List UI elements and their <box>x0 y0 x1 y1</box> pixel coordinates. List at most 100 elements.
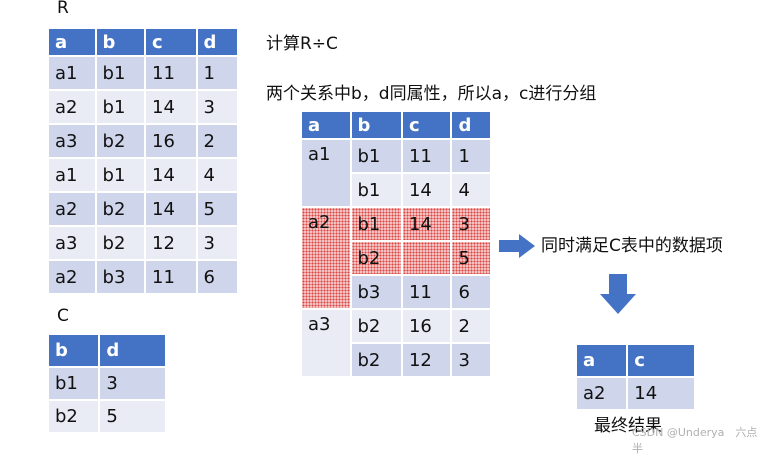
table-row-highlighted: b2 5 <box>301 240 492 276</box>
cell: a2 <box>47 259 97 295</box>
cell: b3 <box>349 274 403 310</box>
cell: b2 <box>349 308 403 344</box>
cell: 12 <box>400 342 453 378</box>
cell: 6 <box>195 259 239 295</box>
arrow-right-icon <box>499 234 535 258</box>
cell: a3 <box>47 123 97 159</box>
arrow-down-icon <box>600 274 636 314</box>
cell: 12 <box>144 225 198 261</box>
cell: b2 <box>94 123 147 159</box>
cell: 14 <box>626 376 696 411</box>
cell: b1 <box>94 55 147 91</box>
cell: a1 <box>47 55 97 91</box>
cell: b3 <box>94 259 147 295</box>
result-header-row: a c <box>574 343 696 378</box>
cell: 11 <box>144 55 198 91</box>
arrow-label: 同时满足C表中的数据项 <box>541 236 723 256</box>
group-key-a2: a2 <box>300 206 352 310</box>
cell: 5 <box>450 240 492 276</box>
cell: 1 <box>195 55 239 91</box>
col-header-a: a <box>574 343 629 378</box>
cell: 3 <box>450 342 492 378</box>
cell: 16 <box>400 308 453 344</box>
col-header-c: c <box>626 343 696 378</box>
cell: 14 <box>144 157 198 193</box>
cell <box>400 240 453 276</box>
relation-c-title: C <box>57 306 69 326</box>
col-header-b: b <box>94 27 147 57</box>
relation-r-header-row: a b c d <box>47 27 239 57</box>
cell: a2 <box>574 376 629 411</box>
cell: a3 <box>47 225 97 261</box>
cell: 1 <box>450 138 492 174</box>
grouping-caption: 两个关系中b，d同属性，所以a，c进行分组 <box>266 84 597 104</box>
col-header-a: a <box>47 27 97 57</box>
cell: 14 <box>400 206 453 242</box>
col-header-b: b <box>349 110 403 140</box>
col-header-d: d <box>450 110 492 140</box>
cell: 2 <box>195 123 239 159</box>
cell: 11 <box>400 274 453 310</box>
cell: 14 <box>400 172 453 208</box>
cell: a2 <box>47 89 97 125</box>
cell: a1 <box>47 157 97 193</box>
watermark: CSDN @Underya 六点半 <box>632 426 758 455</box>
cell: 4 <box>450 172 492 208</box>
cell: 3 <box>98 366 167 401</box>
cell: b1 <box>349 138 403 174</box>
cell: 6 <box>450 274 492 310</box>
compute-caption: 计算R÷C <box>266 34 338 54</box>
col-header-d: d <box>98 333 167 368</box>
cell: b2 <box>349 240 403 276</box>
cell: b2 <box>46 399 101 434</box>
cell: 16 <box>144 123 198 159</box>
col-header-c: c <box>400 110 453 140</box>
relation-c-header-row: b d <box>46 333 167 368</box>
cell: b2 <box>94 191 147 227</box>
cell: 4 <box>195 157 239 193</box>
cell: 3 <box>195 225 239 261</box>
group-key-a1: a1 <box>300 138 352 208</box>
col-header-d: d <box>195 27 239 57</box>
col-header-a: a <box>300 110 352 140</box>
cell: b1 <box>94 157 147 193</box>
result-caption: 最终结果 <box>594 416 662 436</box>
cell: a2 <box>47 191 97 227</box>
col-header-b: b <box>46 333 101 368</box>
cell: b1 <box>46 366 101 401</box>
cell: b1 <box>349 172 403 208</box>
cell: b1 <box>349 206 403 242</box>
col-header-c: c <box>144 27 198 57</box>
cell: 11 <box>400 138 453 174</box>
cell: b2 <box>94 225 147 261</box>
cell: 3 <box>195 89 239 125</box>
cell: 14 <box>144 191 198 227</box>
cell: 14 <box>144 89 198 125</box>
group-key-a2-label: a2 <box>308 212 331 233</box>
cell: 5 <box>98 399 167 434</box>
relation-r-title: R <box>57 0 69 18</box>
group-key-a3: a3 <box>300 308 352 378</box>
grouped-header-row: a b c d <box>300 110 492 140</box>
cell: 5 <box>195 191 239 227</box>
cell: 3 <box>450 206 492 242</box>
cell: b2 <box>349 342 403 378</box>
